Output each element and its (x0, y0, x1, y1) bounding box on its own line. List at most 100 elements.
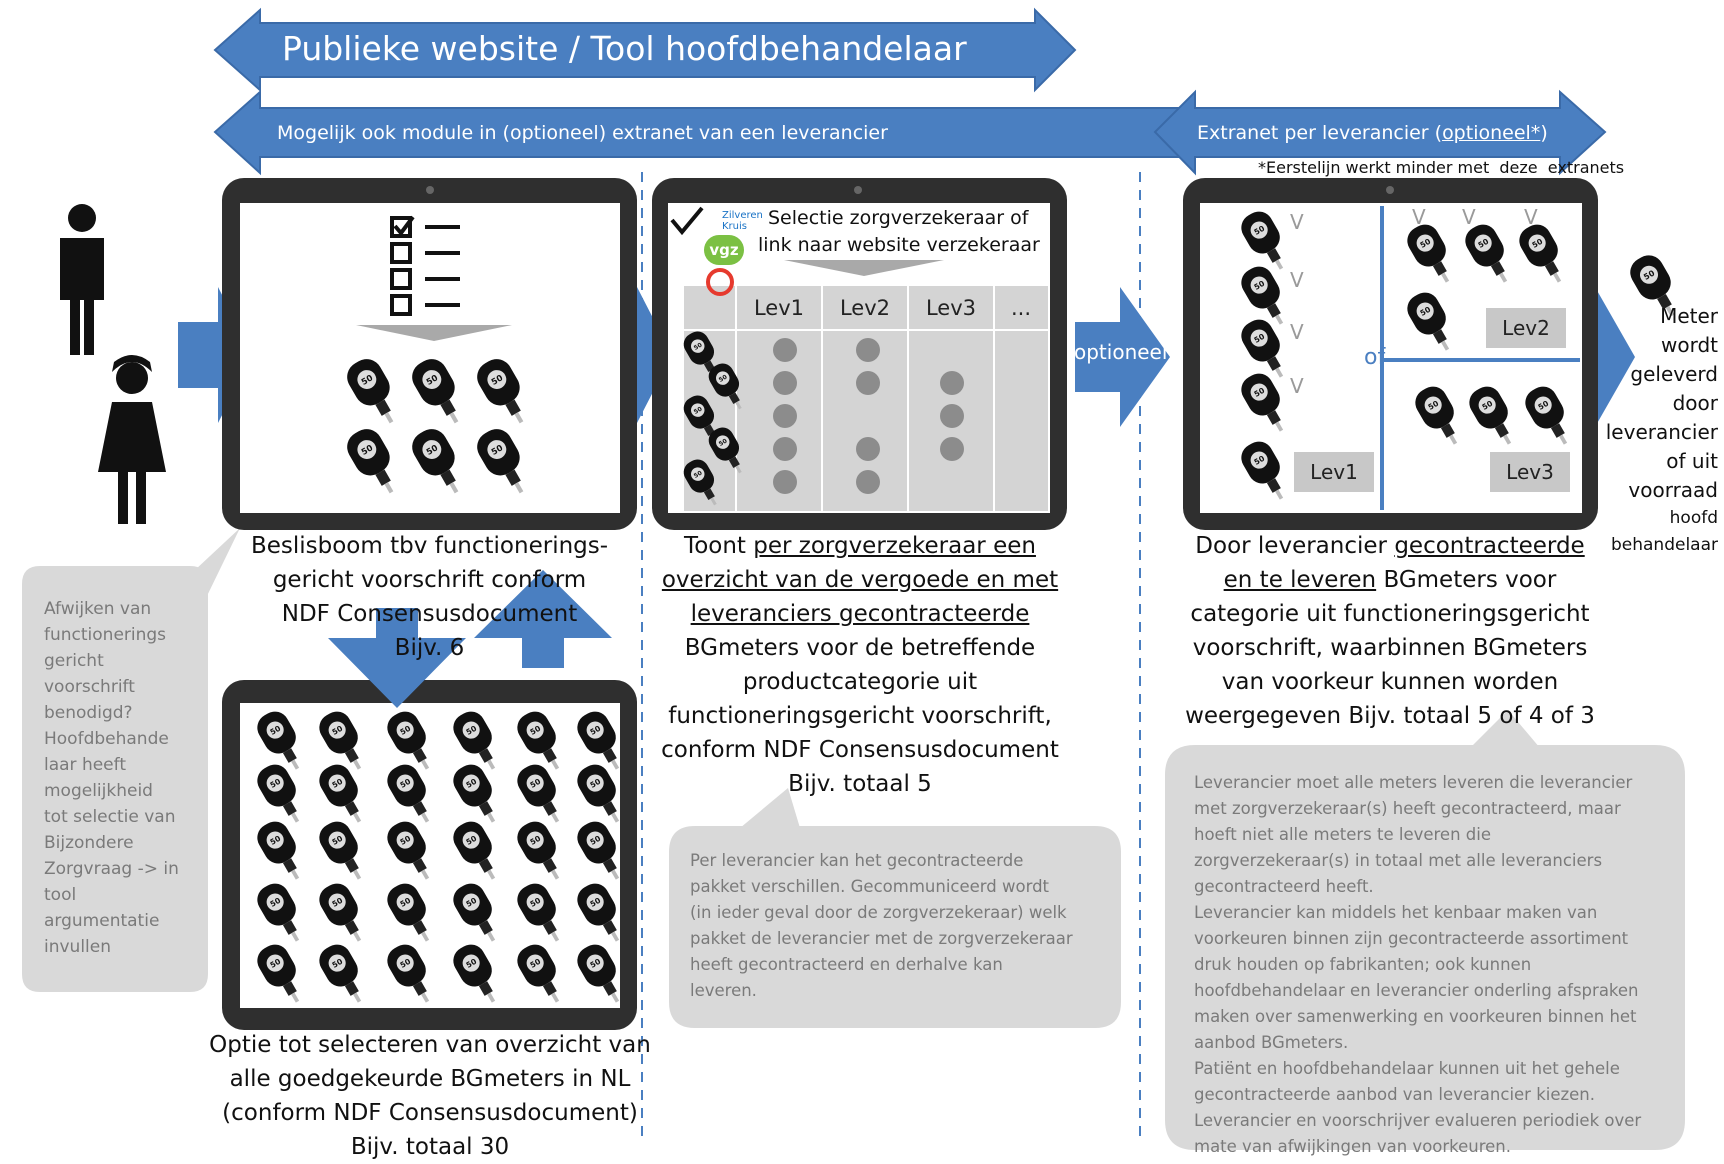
arrow-down-icon (328, 608, 466, 708)
contract-dot (940, 404, 964, 428)
caption-all-meters: Optie tot selecteren van overzicht van a… (200, 1028, 660, 1164)
bubble-text-line: maken over samenwerking en voorkeuren bi… (1194, 1007, 1637, 1026)
arrow-title-extranet: Extranet per leverancier (optioneel*) (1197, 122, 1548, 144)
caption-line: categorie uit functioneringsgericht (1190, 601, 1590, 627)
caption-line: alle goedgekeurde BGmeters in NL (229, 1066, 631, 1092)
table-header-more: ... (1010, 296, 1032, 320)
caption-prefix: Toont (684, 533, 754, 559)
insurer-logo-icon (706, 268, 734, 296)
caption-line: weergegeven Bijv. totaal 5 of 4 of 3 (1185, 703, 1595, 729)
bubble-text-line: aanbod BGmeters. (1194, 1033, 1349, 1052)
bubble-text-line: laar heeft (44, 755, 126, 775)
contract-dot (773, 338, 797, 362)
caption-underlined: per zorgverzekeraar een (753, 533, 1036, 559)
contract-dot (773, 371, 797, 395)
person-icon (60, 204, 104, 355)
contract-dot (940, 371, 964, 395)
v-mark: V (1290, 374, 1304, 398)
extranet-optional: optioneel* (1442, 122, 1541, 144)
delivery-text-line: wordt (1660, 333, 1718, 357)
bubble-text-line: heeft gecontracteerd en derhalve kan (690, 955, 1003, 974)
extranet-suffix: ) (1540, 122, 1548, 144)
caption-line: gericht voorschrift conform (272, 567, 587, 593)
bubble-text-line: voorkeuren binnen zijn gecontracteerde a… (1194, 929, 1629, 948)
lev2-label: Lev2 (1486, 308, 1566, 348)
caption-line: Bijv. 6 (394, 635, 465, 661)
arrow-down-icon (356, 325, 512, 341)
caption-decision-tree: Beslisboom tbv functionerings- gericht v… (222, 529, 637, 665)
caption-line: Toont per zorgverzekeraar een (645, 529, 1075, 563)
v-mark: V (1290, 320, 1304, 344)
bubble-text-line: invullen (44, 937, 112, 957)
v-mark: V (1462, 205, 1476, 229)
contract-dot (856, 437, 880, 461)
v-mark: V (1290, 210, 1304, 234)
caption-line: Optie tot selecteren van overzicht van (209, 1032, 651, 1058)
insurer-logo-vgz-label: vgz (709, 241, 739, 259)
speech-bubble-middle (669, 788, 1121, 1028)
caption-line: NDF Consensusdocument (281, 601, 578, 627)
bubble-text-line: argumentatie (44, 911, 160, 931)
bubble-text-line: pakket verschillen. Gecommuniceerd wordt (690, 877, 1050, 896)
caption-line: functioneringsgericht voorschrift, (668, 703, 1052, 729)
caption-line: voorschrift, waarbinnen BGmeters (1192, 635, 1588, 661)
delivery-text-line: geleverd (1630, 362, 1718, 386)
arrow-right-icon (612, 287, 672, 423)
arrow-public-website (213, 7, 1077, 93)
bubble-text-line: Patiënt en hoofdbehandelaar kunnen uit h… (1194, 1059, 1620, 1078)
bubble-text-line: Hoofdbehande (44, 729, 169, 749)
delivery-text-line: voorraad (1628, 478, 1718, 502)
bubble-text-line: Zorgvraag -> in (44, 859, 179, 879)
caption-line: Bijv. totaal 30 (350, 1134, 510, 1160)
caption-line: Door leverancier gecontracteerde (1170, 529, 1610, 563)
delivery-text-line: of uit (1666, 449, 1718, 473)
bubble-text-line: tot selectie van (44, 807, 176, 827)
bubble-text-line: met zorgverzekeraar(s) heeft gecontracte… (1194, 799, 1621, 818)
bubble-text-line: Leverancier kan middels het kenbaar make… (1194, 903, 1598, 922)
caption-underlined: gecontracteerde (1394, 533, 1585, 559)
caption-line: en te leveren BGmeters voor (1170, 563, 1610, 597)
contract-dot (773, 437, 797, 461)
insurer-selection-line1: Selectie zorgverzekeraar of (768, 207, 1029, 229)
nurse-icon (98, 355, 166, 524)
bubble-text-line: Per leverancier kan het gecontracteerde (690, 851, 1024, 870)
delivery-text: Meter wordt geleverd door leverancier of… (1598, 302, 1718, 559)
bubble-text-line: Leverancier moet alle meters leveren die… (1194, 773, 1633, 792)
contract-dot (856, 371, 880, 395)
bubble-text-line: gecontracteerd heeft. (1194, 877, 1374, 896)
arrow-down-icon (784, 260, 944, 276)
bubble-text-line: druk houden op fabrikanten; ook kunnen (1194, 955, 1532, 974)
bubble-text-line: functionerings (44, 625, 167, 645)
caption-line: BGmeters voor de betreffende (684, 635, 1036, 661)
bubble-text-line: gecontracteerde aanbod van leverancier k… (1194, 1085, 1596, 1104)
or-label: of (1364, 345, 1386, 370)
tablet-insurer-overview (652, 178, 1067, 530)
table-header-lev2: Lev2 (839, 296, 891, 320)
v-mark: V (1412, 205, 1426, 229)
arrow-extranet-per-leverancier (1153, 89, 1607, 176)
lev3-label: Lev3 (1490, 452, 1570, 492)
tablet-decision-tree (222, 178, 637, 530)
caption-supplier-extranet: Door leverancier gecontracteerde en te l… (1170, 529, 1610, 733)
caption-line: van voorkeur kunnen worden (1221, 669, 1559, 695)
arrow-right-icon (1075, 287, 1170, 427)
bubble-text-line: gericht (44, 651, 104, 671)
speech-bubble-right (1165, 710, 1685, 1150)
caption-line: productcategorie uit (742, 669, 978, 695)
contract-dot (773, 404, 797, 428)
bubble-text-line: Afwijken van (44, 599, 152, 619)
caption-underlined: en te leveren (1223, 567, 1377, 593)
checkmark-icon (670, 206, 704, 236)
arrow-title-module: Mogelijk ook module in (optioneel) extra… (277, 122, 888, 144)
bubble-text-line: leveren. (690, 981, 757, 1000)
bubble-text-line: mate van afwijkingen van voorkeuren. (1194, 1137, 1512, 1156)
caption-prefix: Door leverancier (1195, 533, 1395, 559)
arrow-up-icon (474, 570, 612, 668)
caption-line: leveranciers gecontracteerde (690, 601, 1030, 627)
delivery-text-line: behandelaar (1610, 535, 1718, 555)
contract-dot (940, 437, 964, 461)
optional-arrow-label: optioneel (1074, 340, 1168, 364)
bubble-text-line: Leverancier en voorschrijver evalueren p… (1194, 1111, 1642, 1130)
delivery-text-line: hoofd (1669, 508, 1718, 528)
